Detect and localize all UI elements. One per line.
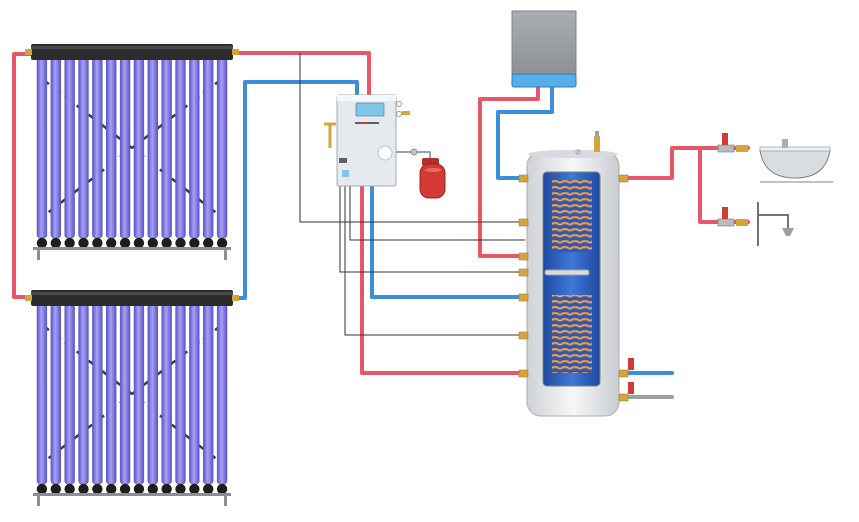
- vacuum-tube: [216, 303, 228, 485]
- collector-rail: [33, 247, 231, 250]
- tube-cap: [106, 483, 117, 495]
- tube-cap: [133, 483, 145, 495]
- tube-cap: [92, 237, 103, 249]
- cold-pipe-boiler-return: [496, 85, 554, 180]
- lower-coil: [552, 295, 592, 373]
- upper-coil: [552, 180, 592, 252]
- tube-cap: [216, 237, 228, 249]
- tube-cap: [106, 237, 117, 249]
- tube-cap: [64, 237, 75, 249]
- vacuum-tube: [92, 303, 103, 485]
- vacuum-tube: [78, 57, 89, 239]
- tube-cap: [147, 483, 158, 495]
- tube-cap: [189, 237, 200, 249]
- hot-pipe-collector-link: [12, 52, 35, 299]
- tube-cap: [175, 483, 186, 495]
- brass-fitting: [518, 369, 529, 378]
- brass-fitting: [518, 174, 529, 183]
- vacuum-tube: [78, 303, 89, 485]
- vacuum-tube: [175, 57, 186, 239]
- vacuum-tube: [161, 57, 172, 239]
- tube-cap: [189, 483, 200, 495]
- vacuum-tube: [119, 303, 131, 485]
- brass-fitting: [618, 174, 629, 183]
- brass-fitting: [518, 293, 529, 302]
- brass-fitting: [518, 331, 529, 340]
- vacuum-tube: [203, 303, 214, 485]
- controller-knob: [377, 145, 393, 161]
- tube-cap: [92, 483, 103, 495]
- vacuum-tube: [203, 57, 214, 239]
- tube-cap: [161, 237, 172, 249]
- tube-cap: [64, 483, 75, 495]
- vacuum-tube: [36, 303, 48, 485]
- sensor-wires: [299, 53, 525, 336]
- brass-fitting: [518, 268, 529, 277]
- tube-cap: [119, 237, 131, 249]
- controller-display: [355, 102, 385, 117]
- vacuum-tube: [36, 57, 48, 239]
- vacuum-tube: [147, 57, 158, 239]
- brass-fitting: [518, 252, 529, 261]
- vacuum-tube: [92, 57, 103, 239]
- tube-cap: [147, 237, 158, 249]
- twin-coil-cylinder-icon: [526, 131, 620, 417]
- vacuum-tube: [133, 57, 145, 239]
- tube-cap: [175, 237, 186, 249]
- expansion-vessel-icon: [410, 148, 446, 199]
- collector-rail: [33, 493, 231, 496]
- vacuum-tube: [161, 303, 172, 485]
- hot-pipe-to-tank-coil: [360, 184, 524, 375]
- immersion-heater: [544, 269, 590, 276]
- vacuum-tube: [106, 57, 117, 239]
- vacuum-tube: [175, 303, 186, 485]
- tube-cap: [203, 237, 214, 249]
- collector-top: [25, 44, 239, 260]
- tube-cap: [50, 237, 61, 249]
- vacuum-tube: [50, 57, 61, 239]
- tube-cap: [36, 237, 48, 249]
- brass-fitting: [518, 218, 529, 227]
- tube-cap: [216, 483, 228, 495]
- washbasin-icon: [759, 139, 833, 183]
- tube-cap: [50, 483, 61, 495]
- vacuum-tube: [147, 303, 158, 485]
- brass-fitting: [618, 393, 629, 402]
- vacuum-tube: [189, 57, 200, 239]
- cold-pipe-to-tank: [370, 184, 524, 299]
- vacuum-tube: [133, 303, 145, 485]
- collector-bottom: [25, 290, 239, 506]
- tube-cap: [119, 483, 131, 495]
- hot-pipe-boiler-flow: [478, 85, 540, 258]
- tube-cap: [78, 237, 89, 249]
- boiler-icon: [511, 10, 577, 88]
- vacuum-tube: [189, 303, 200, 485]
- vacuum-tube: [50, 303, 61, 485]
- solar-controller-icon: [324, 94, 410, 187]
- tube-cap: [203, 483, 214, 495]
- vacuum-tube: [106, 303, 117, 485]
- expansion-line: [394, 151, 431, 161]
- brass-fitting: [618, 369, 629, 378]
- controller-indicator: [342, 170, 349, 177]
- vacuum-tube: [216, 57, 228, 239]
- pipes: [12, 51, 750, 399]
- cold-pipe-collector-return: [228, 80, 359, 300]
- vacuum-tube: [119, 57, 131, 239]
- tap-valves: [628, 133, 748, 394]
- hot-pipe-collector-outlet: [226, 51, 371, 97]
- vacuum-tube: [64, 303, 75, 485]
- shower-icon: [757, 202, 794, 246]
- tube-cap: [78, 483, 89, 495]
- tube-cap: [133, 237, 145, 249]
- pipe-fittings: [518, 174, 629, 402]
- hot-pipe-to-taps: [618, 146, 750, 180]
- tube-cap: [161, 483, 172, 495]
- vacuum-tube: [64, 57, 75, 239]
- tube-cap: [36, 483, 48, 495]
